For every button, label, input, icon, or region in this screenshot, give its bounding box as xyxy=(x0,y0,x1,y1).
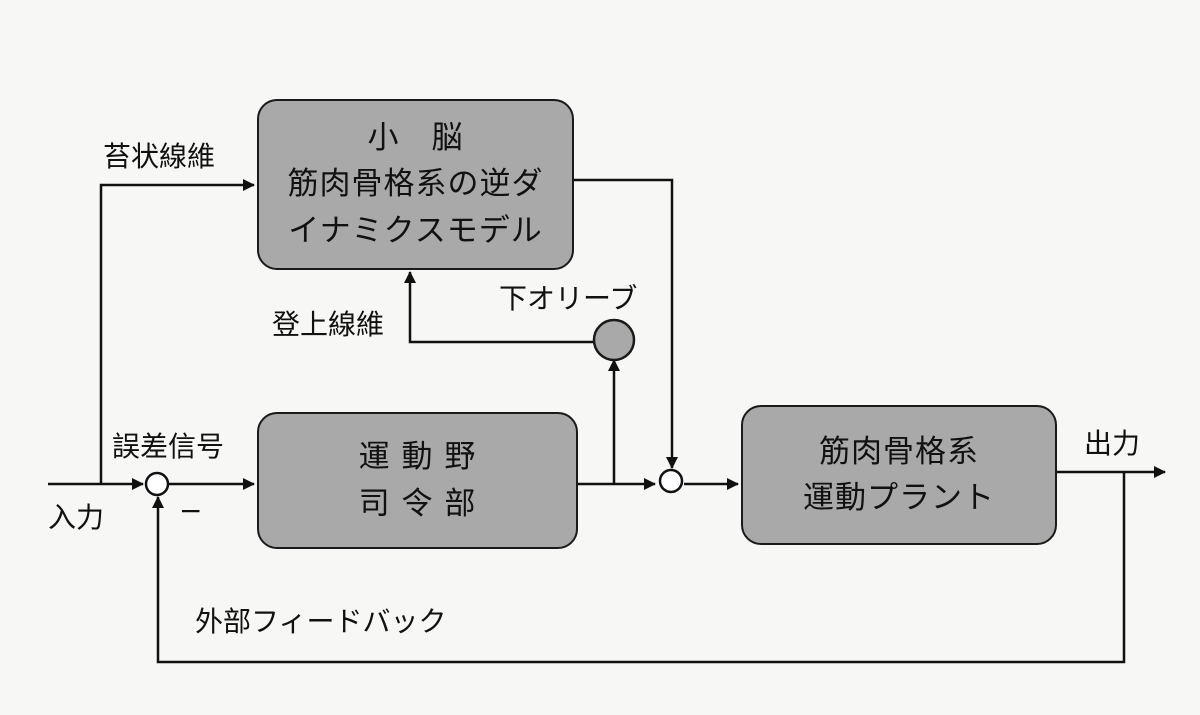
musculoskeletal-line1: 筋肉骨格系 xyxy=(819,433,979,470)
motor-cortex-line1: 運 動 野 xyxy=(358,439,477,475)
output-label: 出力 xyxy=(1084,427,1141,460)
inferior-olive-node xyxy=(592,318,636,362)
motor-cortex-line2: 司 令 部 xyxy=(358,485,477,522)
summing-junction-command xyxy=(658,468,684,494)
cerebellum-output-line xyxy=(574,178,678,469)
musculoskeletal-box: 筋肉骨格系 運動プラント xyxy=(741,405,1057,545)
musculoskeletal-line2: 運動プラント xyxy=(803,480,995,516)
climbing-fiber-label: 登上線維 xyxy=(272,308,385,341)
inferior-olive-label: 下オリーブ xyxy=(499,282,638,315)
cerebellum-box: 小 脳 筋肉骨格系の逆ダ イナミクスモデル xyxy=(257,99,574,270)
cerebellum-desc-line2: イナミクスモデル xyxy=(288,212,543,249)
cerebellum-desc-line1: 筋肉骨格系の逆ダ xyxy=(287,166,544,203)
motor-cortex-box: 運 動 野 司 令 部 xyxy=(257,412,578,549)
summing-junction-error xyxy=(144,471,170,497)
error-signal-label: 誤差信号 xyxy=(112,430,225,463)
mossy-fiber-line xyxy=(99,179,255,484)
mossy-fiber-label: 苔状線維 xyxy=(103,140,216,173)
external-feedback-label: 外部フィードバック xyxy=(195,605,447,638)
cerebellum-title: 小 脳 xyxy=(367,119,464,156)
external-feedback-line xyxy=(152,472,1126,664)
minus-sign: − xyxy=(179,494,203,527)
input-label: 入力 xyxy=(48,501,105,534)
